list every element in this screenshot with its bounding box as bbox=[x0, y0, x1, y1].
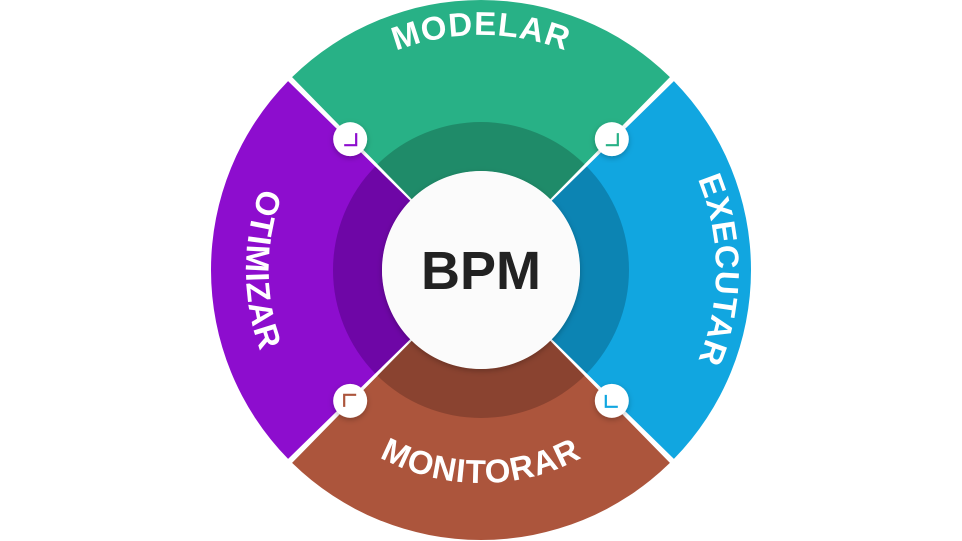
segment-top-inner bbox=[377, 122, 585, 200]
connector-badge bbox=[333, 383, 368, 418]
segment-bottom-inner bbox=[377, 340, 585, 418]
corner-arrow-icon bbox=[604, 394, 618, 408]
corner-arrow-icon bbox=[343, 393, 357, 407]
segment-left-inner bbox=[332, 166, 411, 374]
connector-badge bbox=[594, 383, 629, 418]
connector-bottom-right bbox=[594, 383, 629, 418]
connector-badge bbox=[594, 122, 629, 157]
segment-right bbox=[551, 81, 751, 459]
cycle-segments bbox=[211, 0, 751, 540]
inner-ring bbox=[332, 122, 629, 418]
segment-bottom bbox=[292, 340, 670, 540]
connector-top-left bbox=[333, 122, 368, 157]
center-circle bbox=[382, 171, 580, 369]
segment-right-inner bbox=[551, 166, 629, 374]
connector-bottom-left bbox=[333, 383, 368, 418]
segment-top bbox=[292, 0, 670, 200]
connector-top-right bbox=[594, 122, 629, 157]
corner-arrow-icon bbox=[605, 133, 619, 147]
connectors bbox=[333, 122, 629, 418]
center-label: BPM bbox=[421, 241, 541, 301]
connector-badge bbox=[333, 122, 368, 157]
corner-arrow-icon bbox=[344, 133, 358, 147]
segment-left bbox=[211, 81, 411, 459]
